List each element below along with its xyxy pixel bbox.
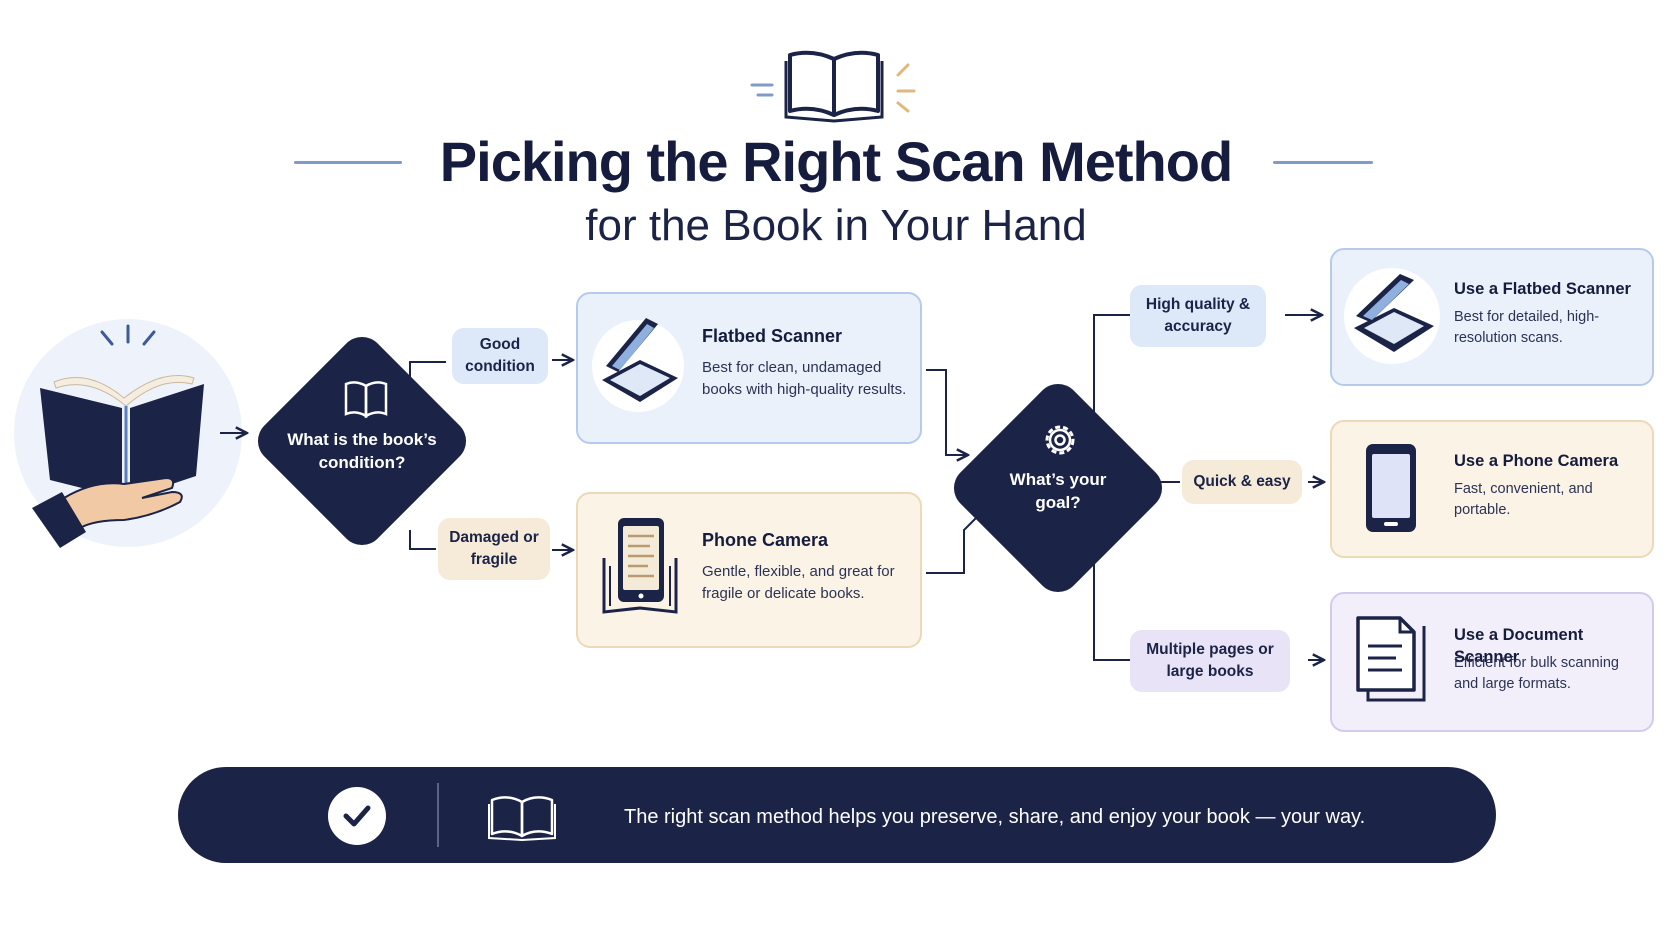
method-title-phone: Phone Camera [702, 530, 829, 550]
checkmark-icon [343, 805, 371, 827]
smartphone-icon [1366, 444, 1416, 532]
open-book-icon [488, 796, 556, 842]
footer-divider [437, 783, 439, 847]
document-icon [1356, 616, 1426, 702]
outcome-card-phone [1330, 420, 1654, 558]
outcome-title-phone: Use a Phone Camera [1454, 452, 1619, 470]
hand-holding-book-icon [32, 324, 204, 548]
goal-quick-easy: Quick & easy [1182, 460, 1302, 504]
flatbed-scanner-icon [592, 318, 684, 412]
method-desc-phone: Gentle, flexible, and great for fragile … [702, 563, 895, 602]
check-circle [328, 787, 386, 845]
branch-damaged-fragile: Damaged or fragile [438, 518, 550, 580]
decision-goal-label: What’s your goal? [1009, 470, 1107, 512]
flatbed-scanner-icon [1344, 268, 1440, 364]
open-book-icon [344, 381, 388, 419]
title-line-right [1273, 161, 1373, 164]
footer-message: The right scan method helps you preserve… [624, 806, 1366, 828]
outcome-desc-phone: Fast, convenient, and portable. [1454, 481, 1593, 518]
title-line-left [294, 161, 402, 164]
goal-multiple-pages: Multiple pages or large books [1130, 630, 1290, 692]
outcome-title-document: Use a Document Scanner [1454, 626, 1584, 666]
gear-icon [1045, 425, 1075, 455]
open-book-icon [750, 50, 916, 123]
branch-good-condition: Good condition [452, 328, 548, 384]
outcome-desc-flatbed: Best for detailed, high-resolution scans… [1454, 309, 1600, 346]
goal-high-quality: High quality & accuracy [1130, 285, 1266, 347]
footer-banner [178, 767, 1496, 863]
phone-camera-icon [602, 518, 678, 614]
method-title-flatbed: Flatbed Scanner [702, 326, 843, 346]
decision-condition-label: What is the book’s condition? [287, 430, 437, 472]
method-desc-flatbed: Best for clean, undamaged books with hig… [702, 359, 907, 398]
page-title: Picking the Right Scan Method [439, 130, 1233, 193]
outcome-title-flatbed: Use a Flatbed Scanner [1454, 280, 1631, 298]
page-subtitle: for the Book in Your Hand [585, 201, 1087, 250]
outcome-desc-document: Efficient for bulk scanning and large fo… [1454, 655, 1619, 692]
